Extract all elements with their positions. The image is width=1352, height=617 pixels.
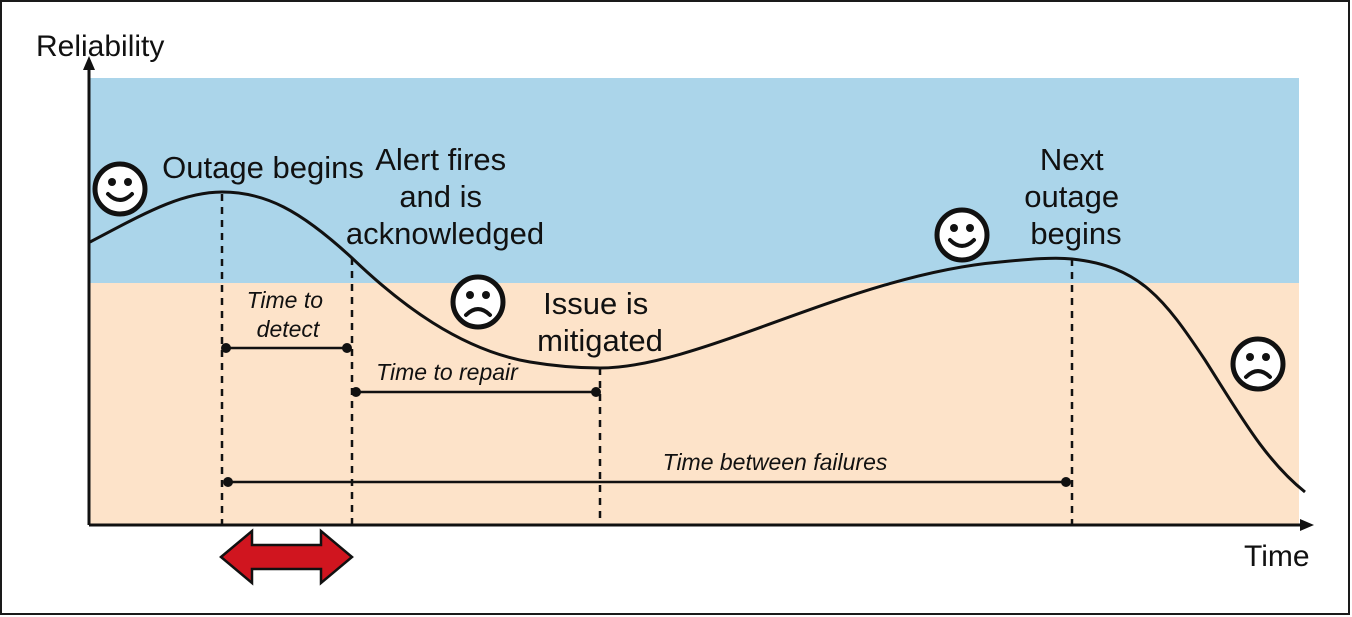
- outage-begins-label: Outage begins: [162, 150, 364, 185]
- reliability-curve: [89, 190, 1306, 494]
- low-reliability-band: [90, 283, 1299, 525]
- issue-mitigated-label: Issue is mitigated: [537, 286, 663, 358]
- high-reliability-band: [90, 78, 1299, 283]
- time-to-repair-span: [351, 387, 601, 397]
- time-to-repair-label: Time to repair: [376, 359, 519, 385]
- sad-face-icon: [450, 274, 506, 330]
- alert-fires-label: Alert fires and is acknowledged: [346, 142, 544, 251]
- next-outage-label: Next outage begins: [1024, 142, 1127, 251]
- sad-face-icon: [1230, 336, 1286, 392]
- time-to-detect-span: [221, 343, 352, 353]
- y-axis-arrowhead: [83, 56, 95, 70]
- x-axis-arrowhead: [1300, 519, 1314, 531]
- double-arrow-icon: [219, 528, 354, 586]
- time-between-failures-span: [223, 477, 1071, 487]
- happy-face-icon: [934, 207, 990, 263]
- y-axis-label: Reliability: [36, 30, 164, 63]
- time-between-failures-label: Time between failures: [663, 449, 888, 475]
- x-axis-label: Time: [1244, 540, 1310, 573]
- happy-face-icon: [92, 161, 148, 217]
- time-to-detect-label: Time to detect: [247, 287, 330, 342]
